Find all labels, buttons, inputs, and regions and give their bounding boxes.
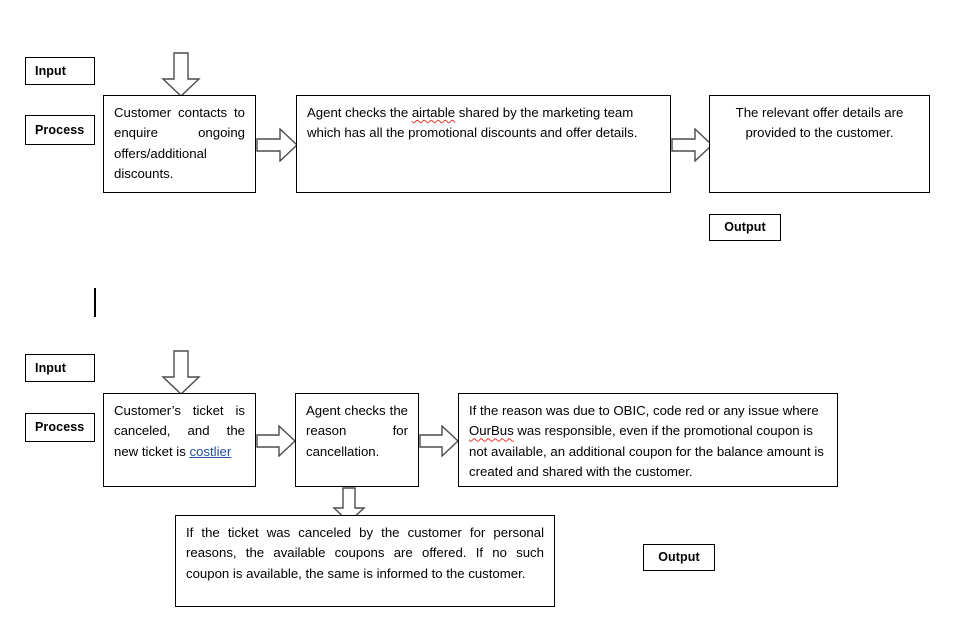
flow2-step4-box[interactable]: If the ticket was canceled by the custom… — [175, 515, 555, 607]
flow2-step3-box[interactable]: If the reason was due to OBIC, code red … — [458, 393, 838, 487]
flow1-output-chip-label: Output — [724, 220, 766, 235]
flow1-arrow-step2-to-step3-icon — [671, 128, 713, 162]
flow2-input-chip-label: Input — [35, 360, 67, 375]
flow1-step1-box[interactable]: Customer contacts to enquire ongoing off… — [103, 95, 256, 193]
flow2-step1-text-pre: Customer’s ticket is canceled, and the n… — [114, 403, 245, 459]
flow2-step2-box[interactable]: Agent checks the reason for cancellation… — [295, 393, 419, 487]
flow1-process-chip[interactable]: Process — [25, 115, 95, 145]
flow1-input-chip[interactable]: Input — [25, 57, 95, 85]
flow2-arrow-step2-to-step3-icon — [419, 425, 459, 457]
flow1-step3-box[interactable]: The relevant offer details are provided … — [709, 95, 930, 193]
flow1-input-chip-label: Input — [35, 63, 67, 78]
flow2-output-chip[interactable]: Output — [643, 544, 715, 571]
flow1-step2-misspelled-word: airtable — [411, 105, 456, 120]
flow1-arrow-step1-to-step2-icon — [256, 128, 298, 162]
flow2-step4-text: If the ticket was canceled by the custom… — [186, 525, 544, 581]
flow2-down-arrow-icon — [158, 350, 204, 395]
section-divider-caret — [94, 288, 96, 317]
flow2-step2-text: Agent checks the reason for cancellation… — [306, 403, 408, 459]
flow2-step1-text: Customer’s ticket is canceled, and the n… — [114, 401, 245, 462]
flow1-step2-text: Agent checks the airtable shared by the … — [307, 103, 660, 144]
flow1-down-arrow-icon — [158, 52, 204, 97]
flow2-step3-misspelled-word: OurBus — [469, 423, 514, 439]
flow2-step3-text: If the reason was due to OBIC, code red … — [469, 401, 827, 483]
flow2-step3-text-pre: If the reason was due to OBIC, code red … — [469, 403, 819, 418]
flow1-step1-text: Customer contacts to enquire ongoing off… — [114, 105, 245, 182]
flow2-step1-hyperlink[interactable]: costlier — [189, 443, 232, 459]
flow1-step2-box[interactable]: Agent checks the airtable shared by the … — [296, 95, 671, 193]
flow1-step3-text: The relevant offer details are provided … — [735, 105, 904, 141]
flow2-step1-box[interactable]: Customer’s ticket is canceled, and the n… — [103, 393, 256, 487]
flow1-step2-text-post: shared by the marketing team which has a… — [307, 105, 638, 141]
flow1-step2-text-pre: Agent checks the — [307, 105, 412, 120]
flow2-arrow-step1-to-step2-icon — [256, 425, 296, 457]
flow2-process-chip[interactable]: Process — [25, 413, 95, 442]
flow1-process-chip-label: Process — [35, 122, 85, 137]
flow2-process-chip-label: Process — [35, 420, 85, 435]
flow2-output-chip-label: Output — [658, 550, 700, 565]
flow1-output-chip[interactable]: Output — [709, 214, 781, 241]
flow2-input-chip[interactable]: Input — [25, 354, 95, 382]
flow2-step3-text-post: was responsible, even if the promotional… — [469, 423, 824, 480]
